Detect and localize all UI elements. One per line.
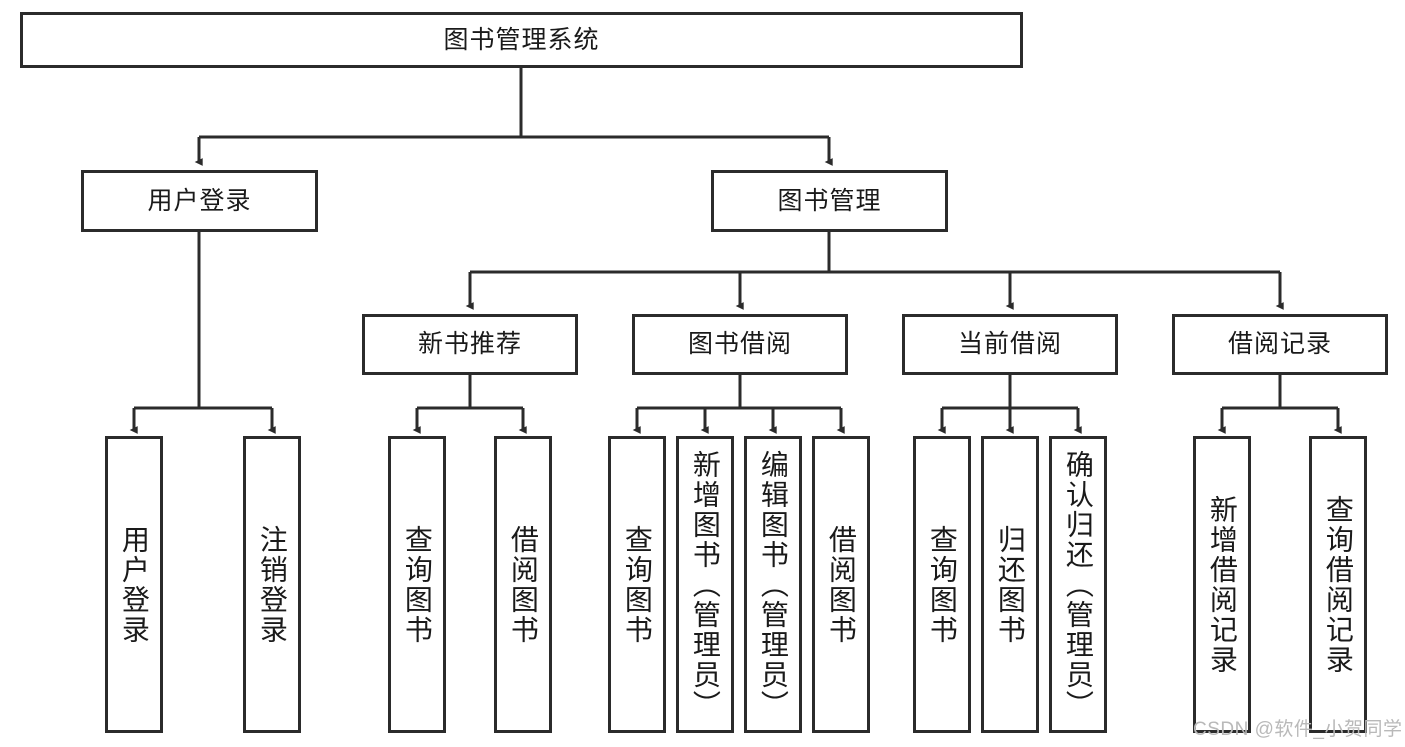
leaf-current-query-book[interactable]: 查询图书 [913,436,971,733]
node-label: 查询图书 [926,524,958,645]
node-label: 图书借阅 [687,330,792,358]
leaf-borrow-edit-book-admin[interactable]: 编辑图书（管理员） [744,436,802,733]
leaf-recommend-query-book[interactable]: 查询图书 [388,436,446,733]
leaf-recommend-borrow-book[interactable]: 借阅图书 [494,436,552,733]
node-label: 借阅图书 [825,524,857,645]
leaf-borrow-add-book-admin[interactable]: 新增图书（管理员） [676,436,734,733]
node-label: 用户登录 [147,186,252,215]
leaf-current-return-book[interactable]: 归还图书 [981,436,1039,733]
node-label: 图书管理系统 [443,25,600,54]
node-label: 当前借阅 [957,330,1062,358]
leaf-user-login-login[interactable]: 用户登录 [105,436,163,733]
node-label: 查询借阅记录 [1322,494,1354,675]
node-label: 查询图书 [621,524,653,645]
node-label: 新增借阅记录 [1206,494,1238,675]
leaf-borrow-borrow-book[interactable]: 借阅图书 [812,436,870,733]
node-label: 图书管理 [777,186,882,215]
node-user-login[interactable]: 用户登录 [81,170,318,232]
node-book-management[interactable]: 图书管理 [711,170,948,232]
node-label: 新增图书（管理员） [689,449,721,720]
leaf-records-query-record[interactable]: 查询借阅记录 [1309,436,1367,733]
leaf-records-add-record[interactable]: 新增借阅记录 [1193,436,1251,733]
node-label: 注销登录 [256,524,288,645]
node-label: 借阅图书 [507,524,539,645]
node-borrow-records[interactable]: 借阅记录 [1172,314,1388,375]
node-label: 用户登录 [118,524,150,645]
node-label: 借阅记录 [1227,330,1332,358]
node-label: 归还图书 [994,524,1026,645]
node-root-book-management-system[interactable]: 图书管理系统 [20,12,1023,68]
node-label: 查询图书 [401,524,433,645]
node-current-borrow[interactable]: 当前借阅 [902,314,1118,375]
leaf-user-login-logout[interactable]: 注销登录 [243,436,301,733]
node-book-borrow[interactable]: 图书借阅 [632,314,848,375]
node-label: 确认归还（管理员） [1062,449,1094,720]
leaf-current-confirm-return-admin[interactable]: 确认归还（管理员） [1049,436,1107,733]
leaf-borrow-query-book[interactable]: 查询图书 [608,436,666,733]
node-label: 新书推荐 [417,330,522,358]
csdn-watermark: CSDN @软件_小贺同学 [1193,719,1403,740]
node-label: 编辑图书（管理员） [757,449,789,720]
node-new-book-recommend[interactable]: 新书推荐 [362,314,578,375]
